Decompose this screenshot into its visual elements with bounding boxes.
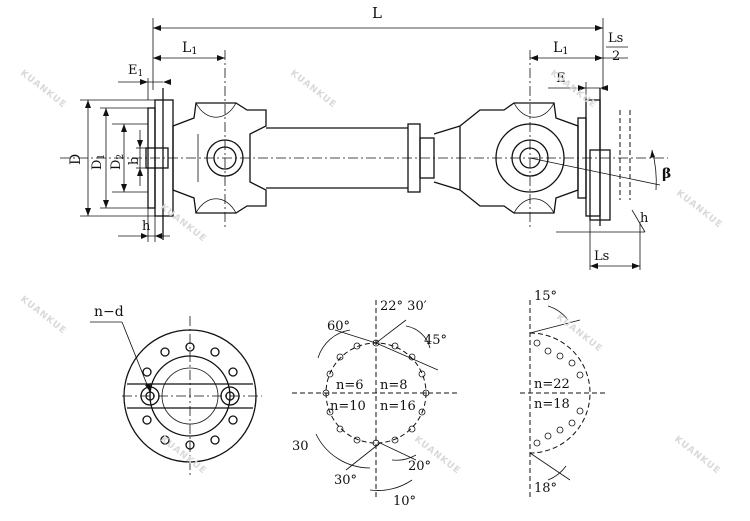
mid-angle-20: 20° [408,459,431,474]
watermark: KUANKUE [672,434,722,476]
dim-D2: D2 [109,154,126,170]
watermark: KUANKUE [18,68,68,110]
right-angle-18: 18° [534,481,557,496]
dim-L1-right: L1 [553,40,569,57]
dim-D1: D1 [90,154,107,170]
bolt-pattern-right: 15° n=22 n=18 18° [520,289,606,498]
right-n22: n=22 [534,377,570,392]
dim-Ls-half-num: Ls [608,31,623,46]
watermark: KUANKUE [158,202,208,244]
mid-n8: n=8 [380,378,408,393]
label-n-d: n−d [94,304,124,320]
right-n18: n=18 [534,397,570,412]
dim-Ls-bottom: Ls [594,249,609,264]
dim-h-left: h [142,219,151,234]
mid-angle-30-left: 30 [292,439,309,454]
dim-L: L [372,4,382,22]
dim-Ls-half-den: 2 [612,49,620,64]
watermark: KUANKUE [554,312,604,354]
right-angle-15: 15° [534,289,557,304]
watermark: KUANKUE [18,294,68,336]
bolt-pattern-middle: 22° 30′ 60° 45° n=6 n=8 n=10 n=16 30 30°… [292,299,460,509]
watermark: KUANKUE [158,434,208,476]
mid-n16: n=16 [380,399,416,414]
mid-n6: n=6 [336,378,364,393]
dim-E: E [556,71,566,86]
angle-beta: β [662,166,671,182]
mid-n10: n=10 [330,399,366,414]
mid-angle-10: 10° [393,494,416,509]
mid-angle-30-bottom: 30° [334,473,357,488]
watermark: KUANKUE [548,68,598,110]
watermark: KUANKUE [674,188,724,230]
dim-E1: E1 [128,63,143,79]
dim-L1-left: L1 [182,40,198,57]
watermark: KUANKUE [288,68,338,110]
dim-h-right: h [640,211,649,226]
dim-D: D [68,154,84,165]
flange-view: n−d [90,304,262,478]
mid-angle-60: 60° [327,319,350,334]
mid-angle-45: 45° [424,333,447,348]
dim-b: b [127,157,142,165]
assembly-view: L L1 L1 Ls 2 E1 E D D1 [60,4,671,270]
mid-angle-22-30: 22° 30′ [380,299,427,314]
